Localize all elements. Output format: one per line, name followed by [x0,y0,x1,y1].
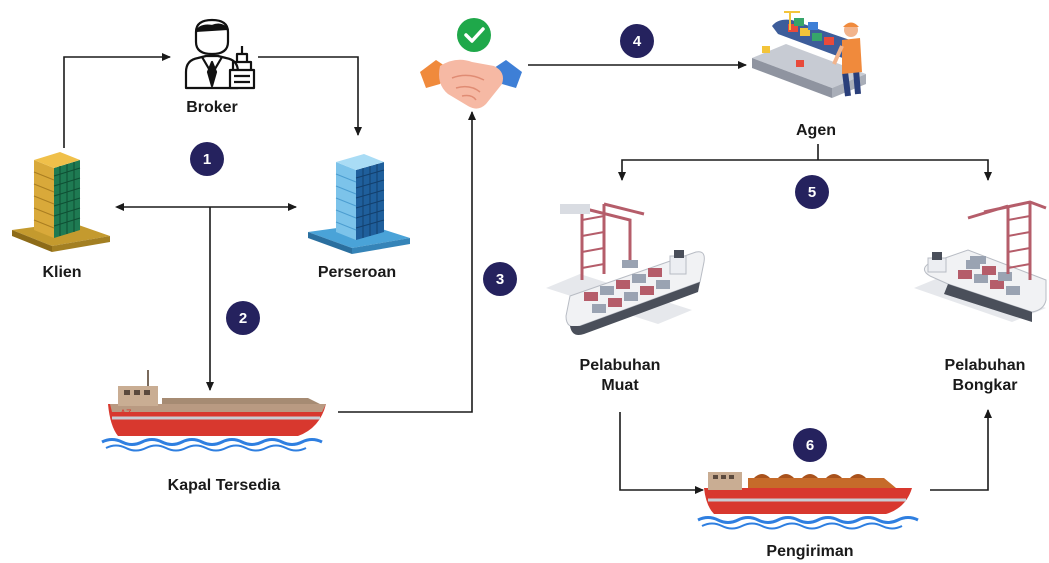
label-pelabuhan-muat-line1: Pelabuhan [579,357,661,374]
pelabuhan-bongkar-port-icon [914,200,1047,322]
kapal-tersedia-ship-icon: AZ [101,370,326,452]
label-broker: Broker [186,99,238,116]
label-pelabuhan-bongkar-line2: Bongkar [952,377,1018,394]
step-badge-1: 1 [190,142,224,176]
connectors [63,53,992,494]
perseroan-building-icon [308,154,410,254]
label-pelabuhan-muat: Pelabuhan Muat [560,356,680,396]
step-badge-2: 2 [226,301,260,335]
label-kapal-tersedia: Kapal Tersedia [167,477,281,494]
step-badge-6: 6 [793,428,827,462]
pelabuhan-muat-port-icon [546,202,705,335]
label-perseroan: Perseroan [317,264,397,281]
svg-text:AZ: AZ [120,408,132,418]
label-pelabuhan-muat-line2: Muat [601,377,639,394]
svg-text:AZ: AZ [710,491,720,500]
arrow-agen-bongkar [818,159,992,181]
arrow-pengiriman-bongkar [930,409,992,491]
handshake-icon [420,59,522,109]
arrow-klien-broker [63,53,171,148]
broker-icon [184,18,256,90]
label-klien: Klien [42,264,82,281]
step-badge-4: 4 [620,24,654,58]
pengiriman-ship-icon: AZ [697,472,919,530]
check-icon [457,18,491,52]
arrow-broker-perseroan [258,56,362,136]
label-pelabuhan-bongkar: Pelabuhan Bongkar [925,356,1045,396]
label-pelabuhan-bongkar-line1: Pelabuhan [944,357,1026,374]
arrow-agen-muat [618,159,818,181]
arrow-kapal-deal [338,111,476,413]
label-pengiriman: Pengiriman [766,543,854,560]
arrow-muat-pengiriman [619,412,704,494]
agen-port-worker-icon [752,11,866,98]
klien-building-icon [12,152,110,252]
label-agen: Agen [796,122,836,139]
step-badge-3: 3 [483,262,517,296]
step-badge-5: 5 [795,175,829,209]
